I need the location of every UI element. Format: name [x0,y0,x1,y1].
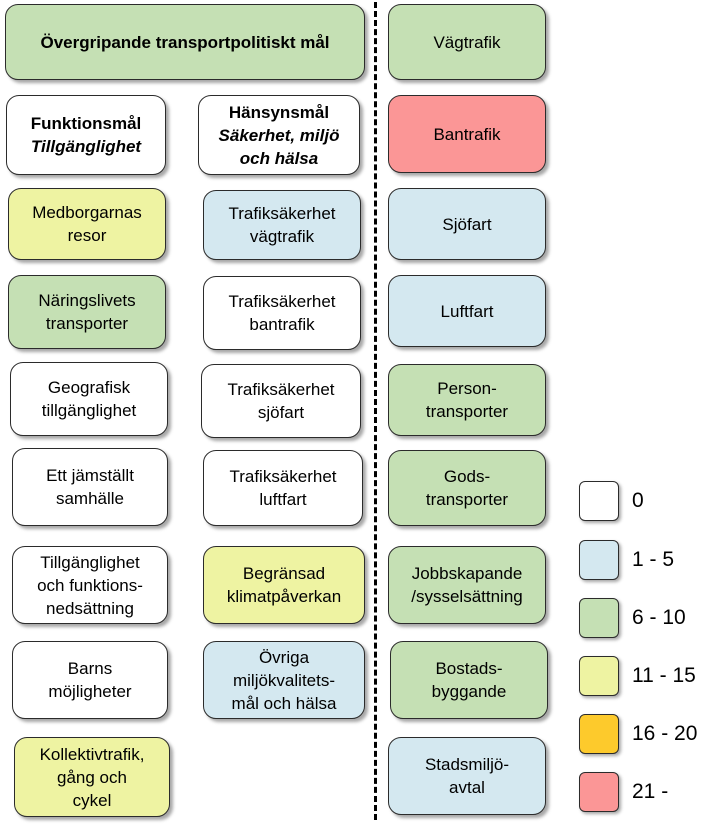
legend-swatch-1 [579,540,619,580]
box-line: Sjöfart [442,214,492,234]
left-box-6: Kollektivtrafik, gång och cykel [14,737,170,817]
box-line: Gods- [443,467,491,486]
legend-swatch-2 [579,598,619,638]
box-line: Kollektivtrafik, [39,744,145,764]
right-box-2: Sjöfart [388,188,546,260]
legend-label-0: 0 [632,489,644,512]
box-line: Bostads- [435,659,503,678]
box-line: Övriga [258,647,310,667]
middle-box-0: Trafiksäkerhet vägtrafik [203,190,361,260]
box-line: Näringslivets [38,291,136,310]
right-box-5: Gods-transporter [388,450,546,526]
box-line: avtal [449,778,485,797]
middle-box-5: Övriga miljökvalitets-mål och hälsa [203,641,365,719]
middle-box-1: Trafiksäkerhet bantrafik [203,276,361,350]
box-line: bantrafik [249,315,315,334]
legend-swatch-5 [579,772,619,812]
box-line: miljökvalitets- [232,670,336,690]
box-line: transporter [425,490,509,509]
box-line: /sysselsättning [411,587,523,606]
box-line: Jobbskapande [411,564,523,583]
right-box-4: Person-transporter [388,364,546,436]
consideration-goal-box: Hänsynsmål Säkerhet, miljö och hälsa [198,95,360,175]
overall-goal-box: Övergripande transportpolitiskt mål [5,4,365,80]
box-line: Ett jämställt [46,466,134,485]
legend-label-4: 16 - 20 [632,722,698,745]
consideration-goal-subtitle-2: och hälsa [239,148,319,168]
box-line: möjligheter [48,682,132,701]
middle-box-3: Trafiksäkerhet luftfart [203,450,363,526]
box-line: gång och [57,767,127,787]
right-box-3: Luftfart [388,275,546,347]
box-line: och funktions- [37,575,143,595]
box-line: Trafiksäkerhet [227,380,335,399]
box-line: transporter [425,402,509,421]
box-line: Trafiksäkerhet [228,292,336,311]
function-goal-title: Funktionsmål [30,114,142,133]
box-line: Medborgarnas [32,203,142,222]
legend-label-2: 6 - 10 [632,606,686,629]
box-line: Trafiksäkerhet [228,204,336,223]
column-divider [374,2,377,820]
middle-box-4: Begränsad klimatpåverkan [203,546,365,624]
box-line: Person- [437,379,497,398]
box-line: Geografisk [47,378,131,397]
box-line: vägtrafik [249,227,315,246]
box-line: Barns [67,659,113,678]
legend-label-5: 21 - [632,780,669,803]
right-box-7: Bostads-byggande [390,641,548,719]
box-line: klimatpåverkan [226,587,342,606]
box-line: transporter [45,314,129,333]
box-line: Vägtrafik [433,32,501,52]
box-line: Begränsad [242,564,326,583]
legend-swatch-3 [579,656,619,696]
middle-box-2: Trafiksäkerhet sjöfart [201,364,361,438]
box-line: Stadsmiljö- [424,755,510,774]
box-line: samhälle [55,489,125,508]
box-line: resor [67,226,107,245]
box-line: Tillgänglighet [40,552,140,572]
consideration-goal-title: Hänsynsmål [228,102,330,122]
box-line: Luftfart [440,301,494,321]
legend-label-3: 11 - 15 [632,664,696,687]
legend-swatch-0 [579,481,619,521]
box-line: byggande [431,682,507,701]
consideration-goal-subtitle-1: Säkerhet, miljö [218,125,340,145]
left-box-2: Geografisk tillgänglighet [10,362,168,436]
right-box-1: Bantrafik [388,95,546,173]
left-box-1: Näringslivets transporter [8,275,166,349]
right-box-6: Jobbskapande/sysselsättning [388,546,546,624]
box-line: sjöfart [257,403,305,422]
box-line: cykel [72,790,112,810]
overall-goal-title: Övergripande transportpolitiskt mål [40,32,330,52]
box-line: Trafiksäkerhet [229,467,337,486]
left-box-4: Tillgänglighet och funktions-nedsättning [12,546,168,624]
left-box-0: Medborgarnas resor [8,188,166,260]
box-line: luftfart [259,490,307,509]
function-goal-box: Funktionsmål Tillgänglighet [6,95,166,175]
legend-label-1: 1 - 5 [632,548,675,571]
left-box-5: Barns möjligheter [12,641,168,719]
left-box-3: Ett jämställt samhälle [12,448,168,526]
right-box-0: Vägtrafik [388,4,546,80]
box-line: mål och hälsa [231,693,337,713]
function-goal-subtitle: Tillgänglighet [30,137,142,156]
box-line: nedsättning [46,598,134,618]
right-box-8: Stadsmiljö-avtal [388,737,546,815]
legend-swatch-4 [579,714,619,754]
box-line: Bantrafik [433,124,501,144]
box-line: tillgänglighet [41,401,137,420]
